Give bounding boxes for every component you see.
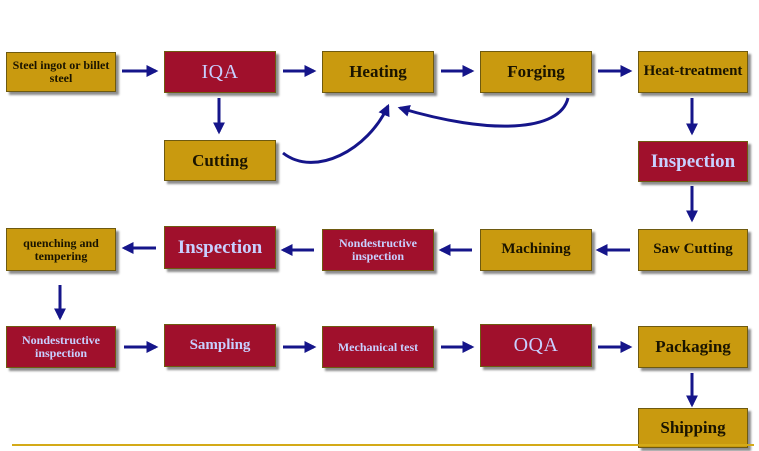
node-oqa: OQA (480, 324, 592, 367)
arrow-cutting-to-heating (282, 103, 390, 164)
bottom-rule (12, 444, 754, 446)
node-quenching: quenching and tempering (6, 228, 116, 271)
node-iqa: IQA (164, 51, 276, 93)
arrow-forging-to-heating (397, 97, 570, 128)
node-mechanical-test: Mechanical test (322, 326, 434, 368)
node-inspection-2: Inspection (164, 226, 276, 269)
node-machining: Machining (480, 229, 592, 271)
node-heating: Heating (322, 51, 434, 93)
node-heat-treatment: Heat-treatment (638, 51, 748, 93)
node-packaging: Packaging (638, 326, 748, 368)
node-shipping: Shipping (638, 408, 748, 448)
node-nondestructive-2: Nondestructive inspection (6, 326, 116, 368)
node-inspection-1: Inspection (638, 141, 748, 182)
node-cutting: Cutting (164, 140, 276, 181)
node-steel-ingot: Steel ingot or billet steel (6, 52, 116, 92)
node-nondestructive-1: Nondestructive inspection (322, 229, 434, 271)
node-sampling: Sampling (164, 324, 276, 367)
node-saw-cutting: Saw Cutting (638, 229, 748, 271)
node-forging: Forging (480, 51, 592, 93)
